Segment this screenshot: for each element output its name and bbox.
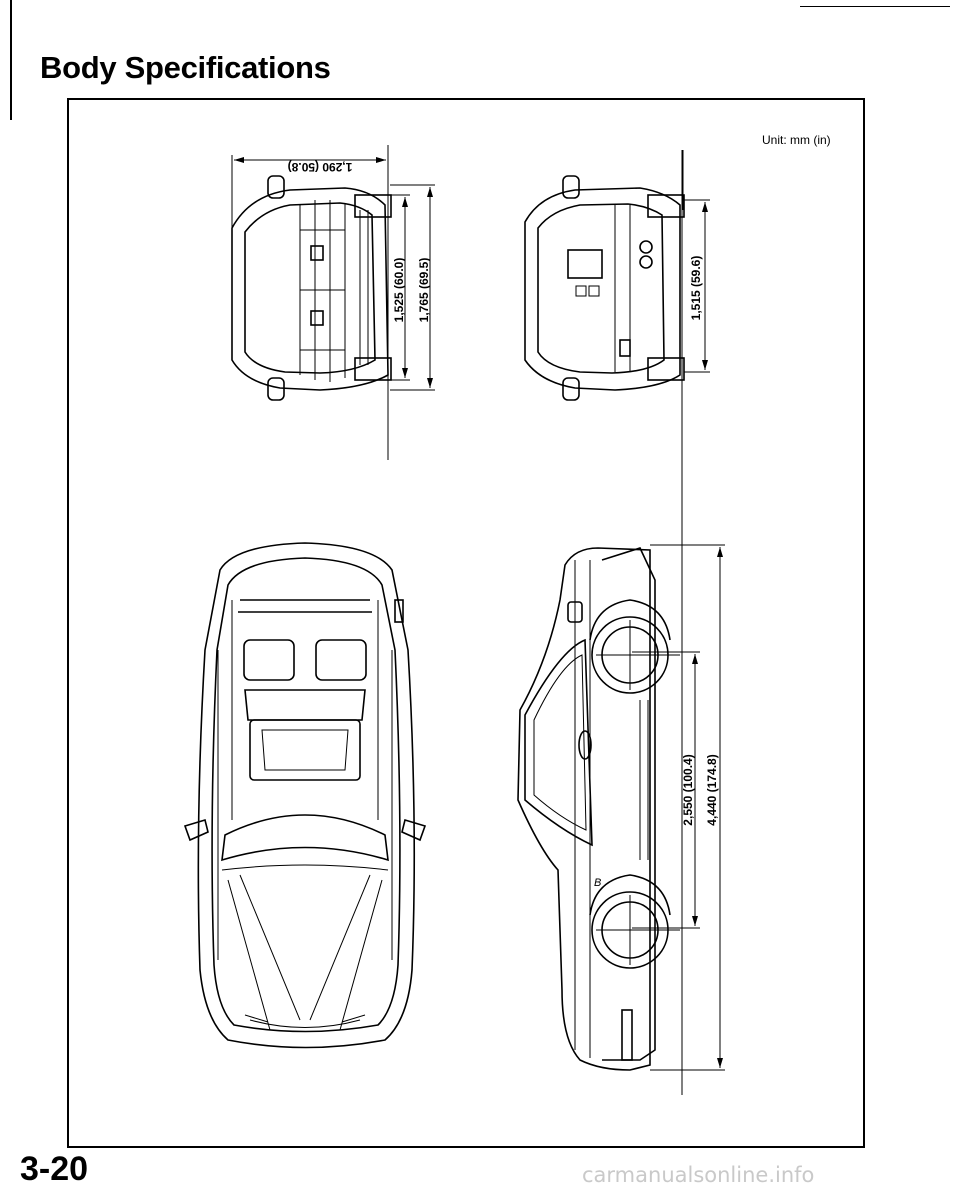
overall-width-label: 1,290 (50.8) (288, 160, 353, 174)
wheelbase-label: 2,550 (100.4) (681, 754, 695, 825)
page-margin-line (10, 0, 12, 120)
svg-text:B: B (594, 877, 601, 889)
front-track-label: 1,525 (60.0) (392, 258, 406, 323)
page-number: 3-20 (20, 1150, 89, 1188)
front-view: 1,290 (50.8) 1,525 (60.0) 1,765 (69.5) (231, 145, 435, 460)
top-view (183, 542, 427, 1049)
side-view: B 2,550 (100.4) 4,440 (174.8) (517, 544, 725, 1071)
overall-length-label: 4,440 (174.8) (705, 754, 719, 825)
figure-frame (67, 98, 865, 1148)
watermark-text: carmanualsonline.info (582, 1163, 815, 1187)
page-top-rule (800, 6, 950, 7)
unit-label: Unit: mm (in) (762, 133, 831, 147)
rear-track-label: 1,515 (59.6) (689, 256, 703, 321)
rear-view: 1,515 (59.6) (524, 150, 710, 1095)
page-title: Body Specifications (40, 50, 331, 85)
overall-height-label: 1,765 (69.5) (417, 258, 431, 323)
